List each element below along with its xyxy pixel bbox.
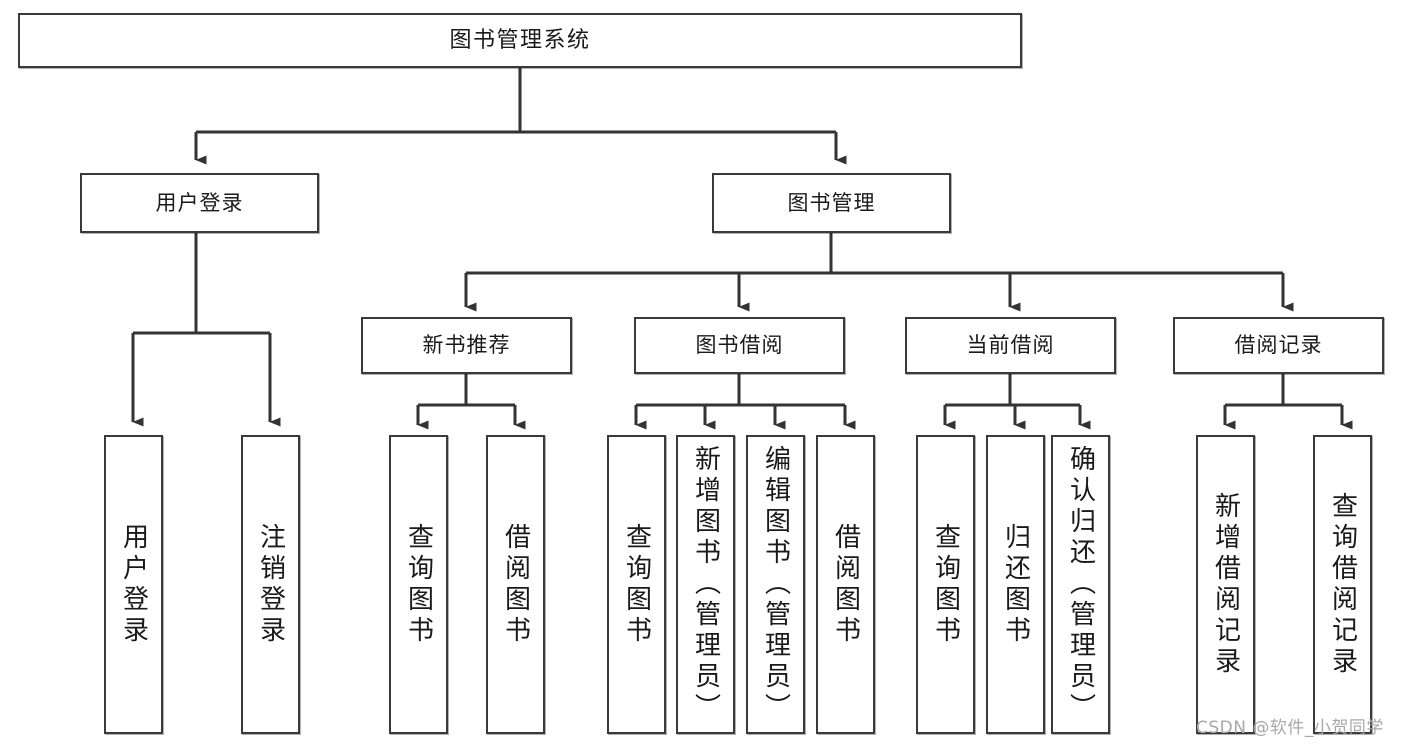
node-borrow-record[interactable]: 借阅记录 xyxy=(1173,317,1384,374)
node-leaf-query-record[interactable]: 查询借阅记录 xyxy=(1313,435,1372,734)
node-label: 借阅记录 xyxy=(1234,333,1323,358)
node-leaf-user-login[interactable]: 用户登录 xyxy=(104,435,163,734)
node-label: 新书推荐 xyxy=(422,333,511,358)
node-label: 图书借阅 xyxy=(695,333,784,358)
node-leaf-query-book-1[interactable]: 查询图书 xyxy=(389,435,448,734)
node-label: 编辑图书（管理员） xyxy=(760,445,791,724)
node-new-book-recommend[interactable]: 新书推荐 xyxy=(361,317,572,374)
node-book-management-system[interactable]: 图书管理系统 xyxy=(18,13,1022,68)
csdn-watermark: CSDN @软件_小贺同学 xyxy=(1196,718,1384,738)
node-label: 查询借阅记录 xyxy=(1327,491,1358,678)
node-label: 当前借阅 xyxy=(966,333,1055,358)
node-label: 新增借阅记录 xyxy=(1210,491,1241,678)
node-leaf-return-book[interactable]: 归还图书 xyxy=(986,435,1045,734)
node-leaf-borrow-book-2[interactable]: 借阅图书 xyxy=(816,435,875,734)
node-leaf-edit-book[interactable]: 编辑图书（管理员） xyxy=(746,435,805,734)
node-leaf-add-record[interactable]: 新增借阅记录 xyxy=(1196,435,1255,734)
node-label: 注销登录 xyxy=(255,522,286,647)
node-leaf-borrow-book-1[interactable]: 借阅图书 xyxy=(486,435,545,734)
node-label: 用户登录 xyxy=(118,522,149,647)
node-label: 查询图书 xyxy=(403,522,434,647)
node-label: 查询图书 xyxy=(621,522,652,647)
node-user-login[interactable]: 用户登录 xyxy=(80,173,319,233)
node-leaf-query-book-3[interactable]: 查询图书 xyxy=(916,435,975,734)
node-leaf-logout[interactable]: 注销登录 xyxy=(241,435,300,734)
node-leaf-confirm-return[interactable]: 确认归还（管理员） xyxy=(1051,435,1110,734)
node-label: 借阅图书 xyxy=(830,522,861,647)
node-book-borrow[interactable]: 图书借阅 xyxy=(634,317,845,374)
node-label: 图书管理系统 xyxy=(449,27,591,53)
node-leaf-query-book-2[interactable]: 查询图书 xyxy=(607,435,666,734)
node-label: 查询图书 xyxy=(930,522,961,647)
node-label: 用户登录 xyxy=(155,190,244,215)
node-label: 借阅图书 xyxy=(500,522,531,647)
node-label: 确认归还（管理员） xyxy=(1065,445,1096,724)
node-label: 归还图书 xyxy=(1000,522,1031,647)
node-label: 新增图书（管理员） xyxy=(690,445,721,724)
node-current-borrow[interactable]: 当前借阅 xyxy=(905,317,1116,374)
node-leaf-add-book[interactable]: 新增图书（管理员） xyxy=(676,435,735,734)
node-book-management[interactable]: 图书管理 xyxy=(712,173,951,233)
node-label: 图书管理 xyxy=(787,190,876,215)
